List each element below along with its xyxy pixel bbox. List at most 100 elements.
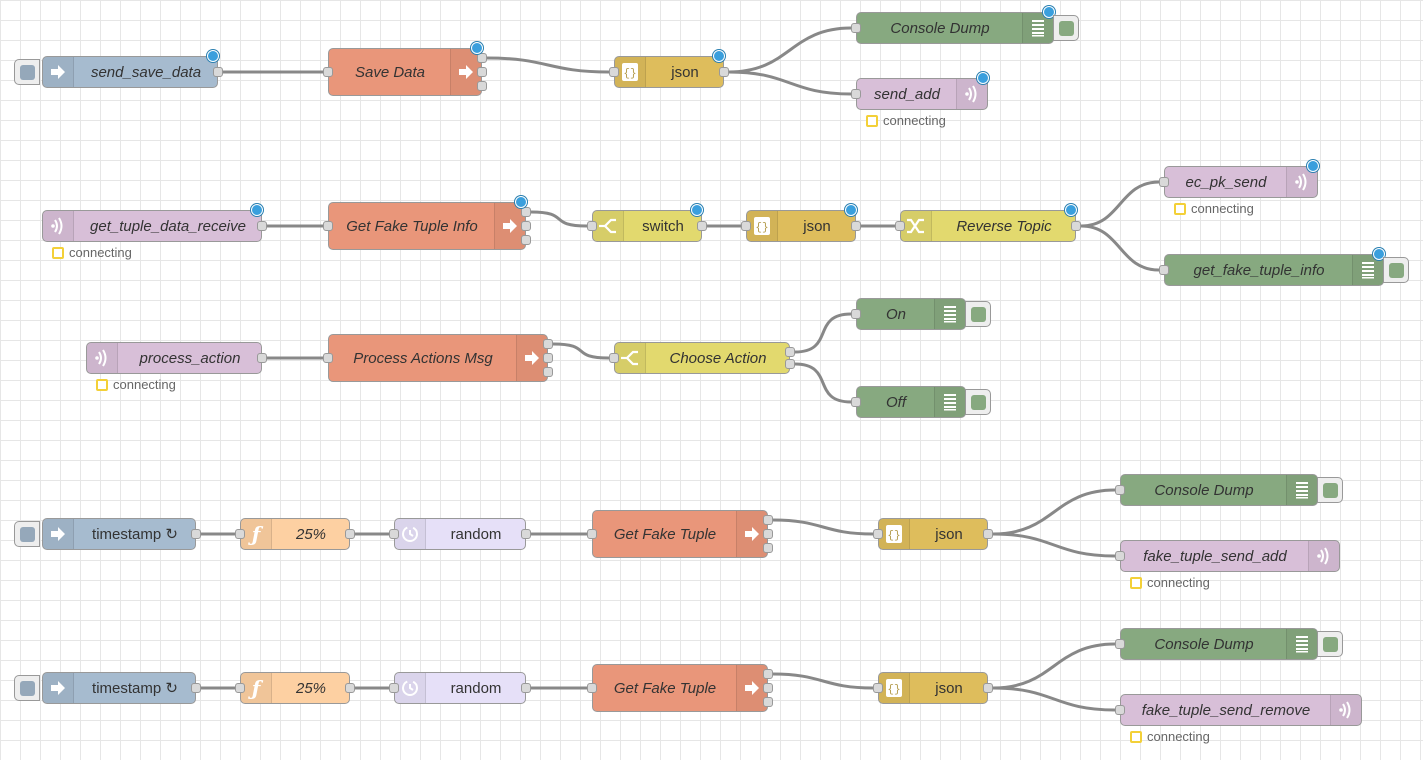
output-port[interactable] [191, 683, 201, 693]
node-get-fake-tuple[interactable]: Get Fake Tuple [592, 510, 768, 558]
wire[interactable] [772, 672, 874, 690]
debug-toggle-button[interactable] [965, 301, 991, 327]
input-port[interactable] [323, 353, 333, 363]
node-json[interactable]: {}json [878, 518, 988, 550]
inject-button[interactable] [14, 675, 40, 701]
output-port[interactable] [521, 529, 531, 539]
node-json[interactable]: {}json [614, 56, 724, 88]
output-port[interactable] [763, 515, 773, 525]
node-choose-action[interactable]: Choose Action [614, 342, 790, 374]
input-port[interactable] [1115, 705, 1125, 715]
output-port[interactable] [763, 697, 773, 707]
node-random[interactable]: random [394, 518, 526, 550]
node-off[interactable]: Off [856, 386, 966, 418]
wire[interactable] [1080, 180, 1160, 228]
node-get-fake-tuple-info[interactable]: Get Fake Tuple Info [328, 202, 526, 250]
node-ec-pk-send[interactable]: ec_pk_send [1164, 166, 1318, 198]
debug-toggle-button[interactable] [965, 389, 991, 415]
input-port[interactable] [895, 221, 905, 231]
wire[interactable] [728, 70, 852, 96]
node-get-tuple-data-receive[interactable]: get_tuple_data_receive [42, 210, 262, 242]
wire[interactable] [794, 312, 852, 354]
wire[interactable] [992, 642, 1116, 690]
output-port[interactable] [543, 353, 553, 363]
inject-button[interactable] [14, 59, 40, 85]
output-port[interactable] [257, 353, 267, 363]
input-port[interactable] [323, 221, 333, 231]
node-get-fake-tuple[interactable]: Get Fake Tuple [592, 664, 768, 712]
output-port[interactable] [543, 367, 553, 377]
output-port[interactable] [851, 221, 861, 231]
output-port[interactable] [345, 683, 355, 693]
debug-toggle-button[interactable] [1317, 477, 1343, 503]
wire[interactable] [772, 518, 874, 536]
node-on[interactable]: On [856, 298, 966, 330]
wire[interactable] [992, 532, 1116, 558]
node-reverse-topic[interactable]: Reverse Topic [900, 210, 1076, 242]
node-save-data[interactable]: Save Data [328, 48, 482, 96]
output-port[interactable] [1071, 221, 1081, 231]
wire[interactable] [992, 686, 1116, 712]
debug-toggle-button[interactable] [1317, 631, 1343, 657]
output-port[interactable] [763, 543, 773, 553]
input-port[interactable] [851, 397, 861, 407]
input-port[interactable] [1159, 265, 1169, 275]
debug-toggle-button[interactable] [1053, 15, 1079, 41]
output-port[interactable] [763, 683, 773, 693]
wire[interactable] [486, 56, 610, 74]
input-port[interactable] [1115, 551, 1125, 561]
output-port[interactable] [763, 529, 773, 539]
output-port[interactable] [213, 67, 223, 77]
output-port[interactable] [521, 235, 531, 245]
output-port[interactable] [719, 67, 729, 77]
input-port[interactable] [235, 683, 245, 693]
input-port[interactable] [609, 67, 619, 77]
node-process-action[interactable]: process_action [86, 342, 262, 374]
node-send-add[interactable]: send_add [856, 78, 988, 110]
wire[interactable] [530, 210, 588, 228]
node-fake-tuple-send-add[interactable]: fake_tuple_send_add [1120, 540, 1340, 572]
output-port[interactable] [763, 669, 773, 679]
node-process-actions-msg[interactable]: Process Actions Msg [328, 334, 548, 382]
output-port[interactable] [345, 529, 355, 539]
input-port[interactable] [587, 529, 597, 539]
input-port[interactable] [587, 221, 597, 231]
output-port[interactable] [191, 529, 201, 539]
input-port[interactable] [1115, 485, 1125, 495]
input-port[interactable] [323, 67, 333, 77]
input-port[interactable] [851, 309, 861, 319]
wire[interactable] [552, 342, 610, 360]
node-timestamp[interactable]: timestamp ↻ [42, 672, 196, 704]
debug-toggle-button[interactable] [1383, 257, 1409, 283]
input-port[interactable] [235, 529, 245, 539]
output-port[interactable] [477, 53, 487, 63]
input-port[interactable] [609, 353, 619, 363]
output-port[interactable] [521, 221, 531, 231]
node-json[interactable]: {}json [746, 210, 856, 242]
node-switch[interactable]: switch [592, 210, 702, 242]
input-port[interactable] [389, 529, 399, 539]
output-port[interactable] [521, 683, 531, 693]
output-port[interactable] [785, 359, 795, 369]
output-port[interactable] [983, 529, 993, 539]
node-get-fake-tuple-info[interactable]: get_fake_tuple_info [1164, 254, 1384, 286]
node-console-dump[interactable]: Console Dump [856, 12, 1054, 44]
node-console-dump[interactable]: Console Dump [1120, 474, 1318, 506]
inject-button[interactable] [14, 521, 40, 547]
input-port[interactable] [741, 221, 751, 231]
wire[interactable] [794, 362, 852, 404]
output-port[interactable] [785, 347, 795, 357]
output-port[interactable] [257, 221, 267, 231]
node-fake-tuple-send-remove[interactable]: fake_tuple_send_remove [1120, 694, 1362, 726]
input-port[interactable] [1115, 639, 1125, 649]
node-random[interactable]: random [394, 672, 526, 704]
node-send-save-data[interactable]: send_save_data [42, 56, 218, 88]
node-json[interactable]: {}json [878, 672, 988, 704]
input-port[interactable] [873, 683, 883, 693]
input-port[interactable] [1159, 177, 1169, 187]
output-port[interactable] [543, 339, 553, 349]
wire[interactable] [728, 26, 852, 74]
input-port[interactable] [389, 683, 399, 693]
input-port[interactable] [873, 529, 883, 539]
